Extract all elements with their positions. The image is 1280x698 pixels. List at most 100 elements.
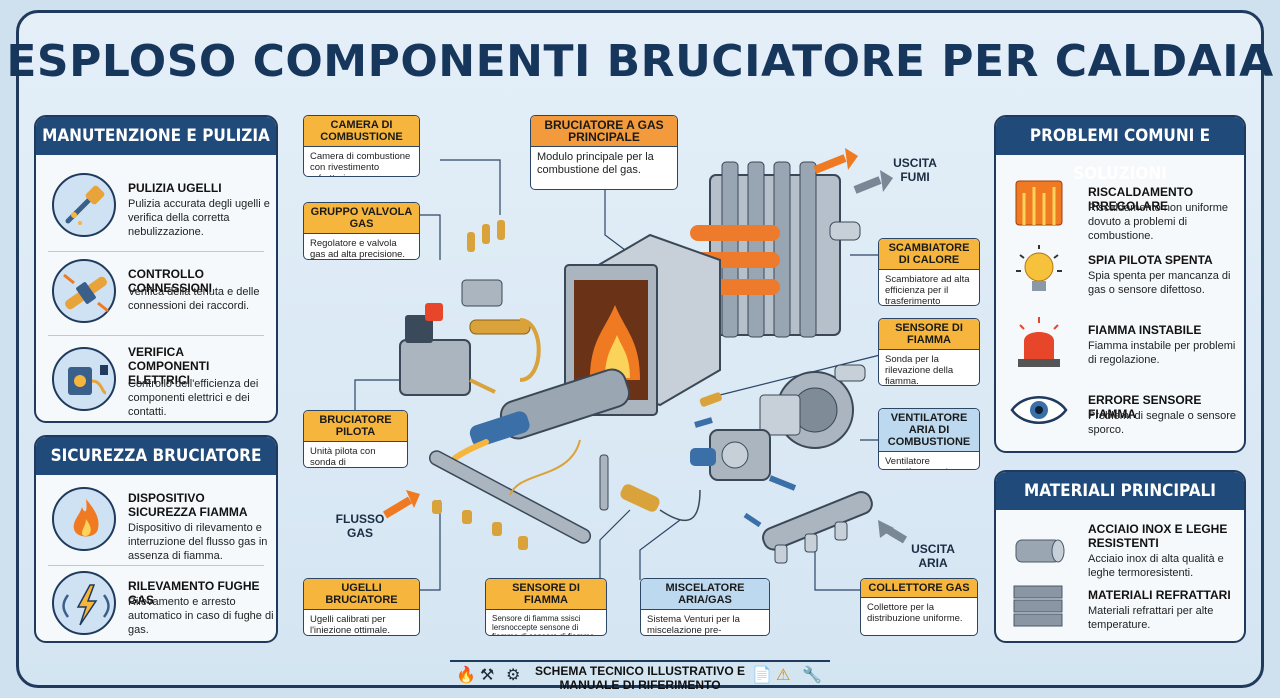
callout-title: COLLETTORE GAS bbox=[861, 579, 977, 598]
label-air-outlet: USCITA ARIA bbox=[911, 542, 955, 570]
list-item: VERIFICA COMPONENTI ELETTRICI Controllo … bbox=[36, 339, 276, 421]
list-item: SPIA PILOTA SPENTA Spia spenta per manca… bbox=[996, 239, 1244, 307]
divider bbox=[48, 565, 264, 566]
callout-title: UGELLI BRUCIATORE bbox=[304, 579, 419, 610]
callout-title: VENTILATORE ARIA DI COMBUSTIONE bbox=[879, 409, 979, 452]
eye-icon bbox=[1010, 396, 1068, 424]
callout-pilot-burner: BRUCIATORE PILOTA Unità pilota con sonda… bbox=[303, 410, 408, 468]
callout-desc: Sonda per la rilevazione della fiamma. bbox=[885, 354, 954, 386]
materials-heading: MATERIALI PRINCIPALI bbox=[996, 472, 1244, 510]
callout-fan: VENTILATORE ARIA DI COMBUSTIONE Ventilat… bbox=[878, 408, 980, 470]
problems-panel: PROBLEMI COMUNI E SOLUZIONI RISCALDAMENT… bbox=[994, 115, 1246, 453]
page-title: ESPLOSO COMPONENTI BRUCIATORE PER CALDAI… bbox=[6, 36, 1274, 87]
list-item: ERRORE SENSORE FIAMMA Problemi di segnal… bbox=[996, 379, 1244, 447]
callout-manifold: COLLETTORE GAS Collettore per la distrib… bbox=[860, 578, 978, 636]
safety-panel: SICUREZZA BRUCIATORE DISPOSITIVO SICUREZ… bbox=[34, 435, 278, 643]
callout-desc: Modulo principale per la combustione del… bbox=[537, 151, 654, 176]
callout-title: SCAMBIATORE DI CALORE bbox=[879, 239, 979, 270]
divider bbox=[48, 251, 264, 252]
heat-exchanger bbox=[690, 161, 861, 338]
warning-icon: ⚠ bbox=[776, 667, 791, 684]
maintenance-heading: MANUTENZIONE E PULIZIA bbox=[36, 117, 276, 155]
item-title: CONTROLLO CONNESSIONI bbox=[128, 267, 213, 295]
gas-valve-group bbox=[399, 220, 541, 396]
item-title: DISPOSITIVO SICUREZZA FIAMMA bbox=[128, 491, 248, 519]
callout-desc: Unità pilota con sonda di ionizzazione. bbox=[310, 446, 376, 468]
callout-desc: Ventilatore centrifugo per la mandata d'… bbox=[885, 456, 953, 469]
label-gas-flow: FLUSSO GAS bbox=[335, 512, 385, 540]
pilot-burner bbox=[428, 439, 592, 550]
list-item: CONTROLLO CONNESSIONI Verifica della ten… bbox=[36, 257, 276, 333]
flow-arrows bbox=[382, 148, 908, 544]
document-icon: 📄 bbox=[752, 667, 772, 684]
item-title: FIAMMA INSTABILE bbox=[1088, 323, 1202, 337]
footer-text: SCHEMA TECNICO ILLUSTRATIVO E MANUALE DI… bbox=[535, 664, 745, 692]
footer: 🔥 ⚒ ⚙ SCHEMA TECNICO ILLUSTRATIVO E MANU… bbox=[450, 660, 830, 692]
gas-leak-icon bbox=[52, 571, 116, 635]
callout-title: SENSORE DI FIAMMA bbox=[879, 319, 979, 350]
callout-desc: Camera di combustione con rivestimento r… bbox=[310, 151, 411, 176]
wrench-icon: 🔧 bbox=[802, 667, 822, 684]
callout-title: BRUCIATORE PILOTA bbox=[304, 411, 407, 442]
item-desc: Materiali refrattari per alte temperatur… bbox=[1088, 605, 1214, 631]
callout-flame-sensor-right: SENSORE DI FIAMMA Sonda per la rilevazio… bbox=[878, 318, 980, 386]
callout-title: GRUPPO VALVOLA GAS bbox=[304, 203, 419, 234]
list-item: FIAMMA INSTABILE Fiamma instabile per pr… bbox=[996, 309, 1244, 377]
refractory-bricks-icon bbox=[1013, 585, 1063, 627]
heating-flames-icon bbox=[1015, 180, 1063, 226]
warning-beacon-icon bbox=[1018, 317, 1060, 367]
list-item: PULIZIA UGELLI Pulizia accurata degli ug… bbox=[36, 167, 276, 247]
item-desc: Rilevamento e arresto automatico in caso… bbox=[128, 596, 274, 636]
callout-desc: Collettore per la distribuzione uniforme… bbox=[867, 602, 963, 624]
safety-heading: SICUREZZA BRUCIATORE bbox=[36, 437, 276, 475]
callout-desc: Sensore di fiamma ssisci lersnoccepte se… bbox=[492, 614, 596, 635]
callout-desc: Sistema Venturi per la miscelazione pre-… bbox=[647, 614, 740, 636]
label-flue-outlet: USCITA FUMI bbox=[893, 156, 937, 184]
list-item: DISPOSITIVO SICUREZZA FIAMMA Dispositivo… bbox=[36, 483, 276, 562]
air-gas-mixer bbox=[690, 429, 771, 481]
item-desc: Controllo dell'efficienza dei componenti… bbox=[128, 378, 259, 418]
gear-icon: ⚙ bbox=[506, 667, 521, 684]
callout-title: BRUCIATORE A GAS PRINCIPALE bbox=[531, 116, 677, 147]
list-item: RISCALDAMENTO IRREGOLARE Riscaldamento n… bbox=[996, 169, 1244, 242]
list-item: RILEVAMENTO FUGHE GAS Rilevamento e arre… bbox=[36, 567, 276, 641]
flame-icon: 🔥 bbox=[456, 667, 476, 684]
lightbulb-icon bbox=[1016, 245, 1062, 291]
callout-title: MISCELATORE ARIA/GAS bbox=[641, 579, 769, 610]
item-desc: Verifica della tenuta e delle connession… bbox=[128, 286, 260, 312]
item-title: ERRORE SENSORE FIAMMA bbox=[1088, 393, 1202, 421]
main-burner-tube bbox=[452, 368, 631, 461]
callout-main-burner: BRUCIATORE A GAS PRINCIPALE Modulo princ… bbox=[530, 115, 678, 190]
item-desc: Problemi di segnale o sensore sporco. bbox=[1088, 410, 1236, 436]
callout-gas-valve: GRUPPO VALVOLA GAS Regolatore e valvola … bbox=[303, 202, 420, 260]
item-title: VERIFICA COMPONENTI ELETTRICI bbox=[128, 345, 210, 387]
combustion-chamber bbox=[564, 233, 721, 416]
maintenance-panel: MANUTENZIONE E PULIZIA PULIZIA UGELLI Pu… bbox=[34, 115, 278, 423]
item-title: RILEVAMENTO FUGHE GAS bbox=[128, 579, 260, 607]
callout-desc: Scambiatore ad alta efficienza per il tr… bbox=[885, 274, 970, 306]
item-desc: Riscaldamento non uniforme dovuto a prob… bbox=[1088, 202, 1229, 242]
gas-manifold bbox=[762, 491, 873, 564]
nozzle-cleaning-icon bbox=[52, 173, 116, 237]
electrical-plug-icon bbox=[52, 347, 116, 411]
callout-heat-exchanger: SCAMBIATORE DI CALORE Scambiatore ad alt… bbox=[878, 238, 980, 306]
pipe-connection-icon bbox=[52, 259, 116, 323]
callout-nozzles: UGELLI BRUCIATORE Ugelli calibrati per l… bbox=[303, 578, 420, 636]
item-title: ACCIAIO INOX E LEGHE RESISTENTI bbox=[1088, 522, 1228, 550]
list-item: MATERIALI REFRATTARI Materiali refrattar… bbox=[996, 582, 1244, 641]
item-desc: Spia spenta per mancanza di gas o sensor… bbox=[1088, 270, 1231, 296]
item-title: SPIA PILOTA SPENTA bbox=[1088, 253, 1213, 267]
item-desc: Dispositivo di rilevamento e interruzion… bbox=[128, 522, 268, 562]
callout-mixer: MISCELATORE ARIA/GAS Sistema Venturi per… bbox=[640, 578, 770, 636]
flame-icon bbox=[52, 487, 116, 551]
item-title: MATERIALI REFRATTARI bbox=[1088, 588, 1231, 602]
callout-title: CAMERA DI COMBUSTIONE bbox=[304, 116, 419, 147]
callout-desc: Regolatore e valvola gas ad alta precisi… bbox=[310, 238, 406, 260]
list-item: ACCIAIO INOX E LEGHE RESISTENTI Acciaio … bbox=[996, 516, 1244, 580]
problems-heading: PROBLEMI COMUNI E SOLUZIONI bbox=[996, 117, 1244, 184]
flame-sensor bbox=[599, 454, 701, 522]
item-desc: Acciaio inox di alta qualità e leghe ter… bbox=[1088, 553, 1224, 579]
combustion-fan bbox=[759, 364, 866, 449]
callout-flame-sensor-bottom: SENSORE DI FIAMMA Sensore di fiamma ssis… bbox=[485, 578, 607, 636]
